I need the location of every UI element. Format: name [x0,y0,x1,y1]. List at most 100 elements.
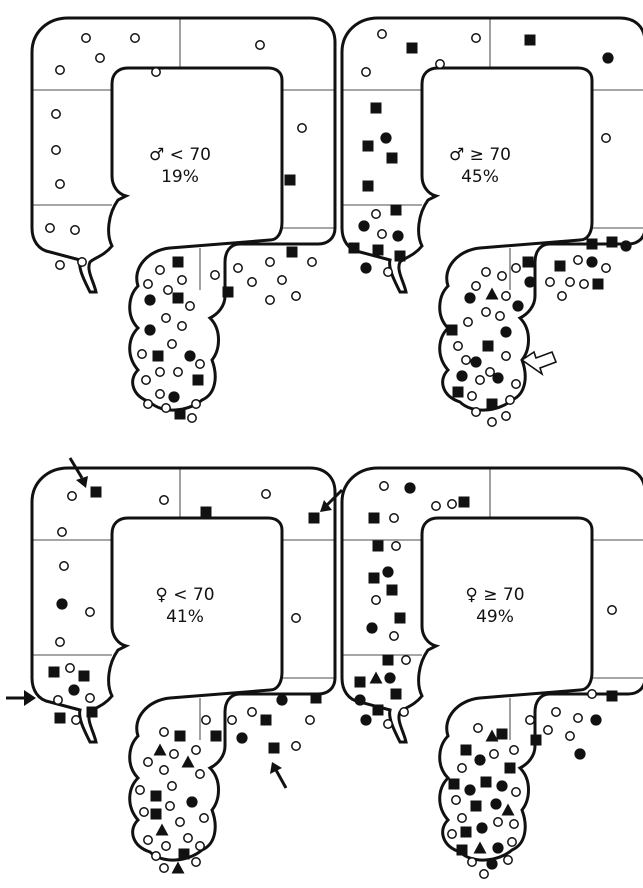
marker-open-circle [140,808,148,816]
marker-filled-square [459,497,470,508]
marker-filled-circle [512,300,523,311]
marker-open-circle [156,266,164,274]
marker-open-circle [178,276,186,284]
marker-open-circle [574,714,582,722]
marker-filled-circle [470,356,481,367]
marker-filled-square [91,487,102,498]
marker-open-circle [162,314,170,322]
marker-open-circle [390,514,398,522]
marker-open-circle [266,296,274,304]
marker-filled-circle [68,684,79,695]
marker-open-circle [510,820,518,828]
marker-open-circle [176,818,184,826]
marker-filled-square [447,325,458,336]
marker-filled-circle [456,370,467,381]
marker-open-circle [188,414,196,422]
marker-open-circle [544,726,552,734]
marker-filled-circle [144,324,155,335]
marker-open-circle [506,396,514,404]
marker-open-circle [174,368,182,376]
marker-filled-circle [492,842,503,853]
marker-open-circle [306,716,314,724]
marker-filled-circle [382,566,393,577]
marker-filled-square [363,141,374,152]
marker-open-circle [144,836,152,844]
marker-filled-square [587,239,598,250]
marker-open-circle [504,856,512,864]
marker-filled-circle [360,262,371,273]
panel-group-label: ♂ < 70 [149,145,211,165]
marker-open-circle [262,490,270,498]
marker-open-circle [52,110,60,118]
marker-filled-circle [144,294,155,305]
marker-open-circle [486,368,494,376]
marker-open-circle [588,690,596,698]
marker-filled-circle [464,292,475,303]
marker-open-circle [142,376,150,384]
marker-filled-circle [366,622,377,633]
panel-male-under-70: ♂ < 70 19% [32,18,335,422]
marker-open-circle [71,226,79,234]
marker-filled-square [355,677,366,688]
marker-filled-square [449,779,460,790]
marker-open-circle [186,302,194,310]
marker-open-circle [298,124,306,132]
marker-open-circle [468,858,476,866]
marker-filled-square [483,341,494,352]
marker-open-circle [228,716,236,724]
marker-open-circle [390,632,398,640]
marker-open-circle [482,268,490,276]
marker-open-circle [490,750,498,758]
marker-filled-circle [168,391,179,402]
marker-open-circle [372,596,380,604]
colon-outline [32,468,335,860]
marker-open-circle [402,656,410,664]
marker-open-circle [160,864,168,872]
marker-filled-circle [490,798,501,809]
marker-filled-square [461,745,472,756]
marker-open-circle [372,210,380,218]
marker-open-circle [498,272,506,280]
marker-open-circle [192,400,200,408]
marker-filled-square [391,689,402,700]
marker-open-circle [192,858,200,866]
marker-open-circle [234,264,242,272]
marker-filled-circle [464,784,475,795]
marker-filled-square [373,705,384,716]
marker-open-circle [526,716,534,724]
marker-open-circle [502,412,510,420]
marker-filled-square [49,667,60,678]
marker-open-circle [392,542,400,550]
marker-filled-square [211,731,222,742]
marker-open-circle [378,230,386,238]
marker-open-circle [248,278,256,286]
marker-filled-circle [474,754,485,765]
marker-filled-square [461,827,472,838]
marker-open-circle [144,758,152,766]
marker-open-circle [400,708,408,716]
marker-open-circle [166,802,174,810]
marker-open-circle [170,750,178,758]
marker-filled-square [395,613,406,624]
marker-open-circle [46,224,54,232]
marker-filled-circle [496,780,507,791]
marker-filled-circle [276,694,287,705]
marker-open-circle [68,492,76,500]
marker-open-circle [160,728,168,736]
marker-filled-circle [486,858,497,869]
marker-filled-circle [358,220,369,231]
marker-open-circle [384,720,392,728]
marker-open-circle [496,312,504,320]
marker-filled-square [607,237,618,248]
marker-open-circle [454,342,462,350]
colon-outline [32,18,335,410]
marker-filled-circle [500,326,511,337]
marker-open-circle [510,746,518,754]
marker-open-circle [78,258,86,266]
marker-filled-circle [56,598,67,609]
marker-open-circle [152,68,160,76]
marker-open-circle [308,258,316,266]
marker-open-circle [472,34,480,42]
marker-open-circle [211,271,219,279]
marker-open-circle [200,814,208,822]
